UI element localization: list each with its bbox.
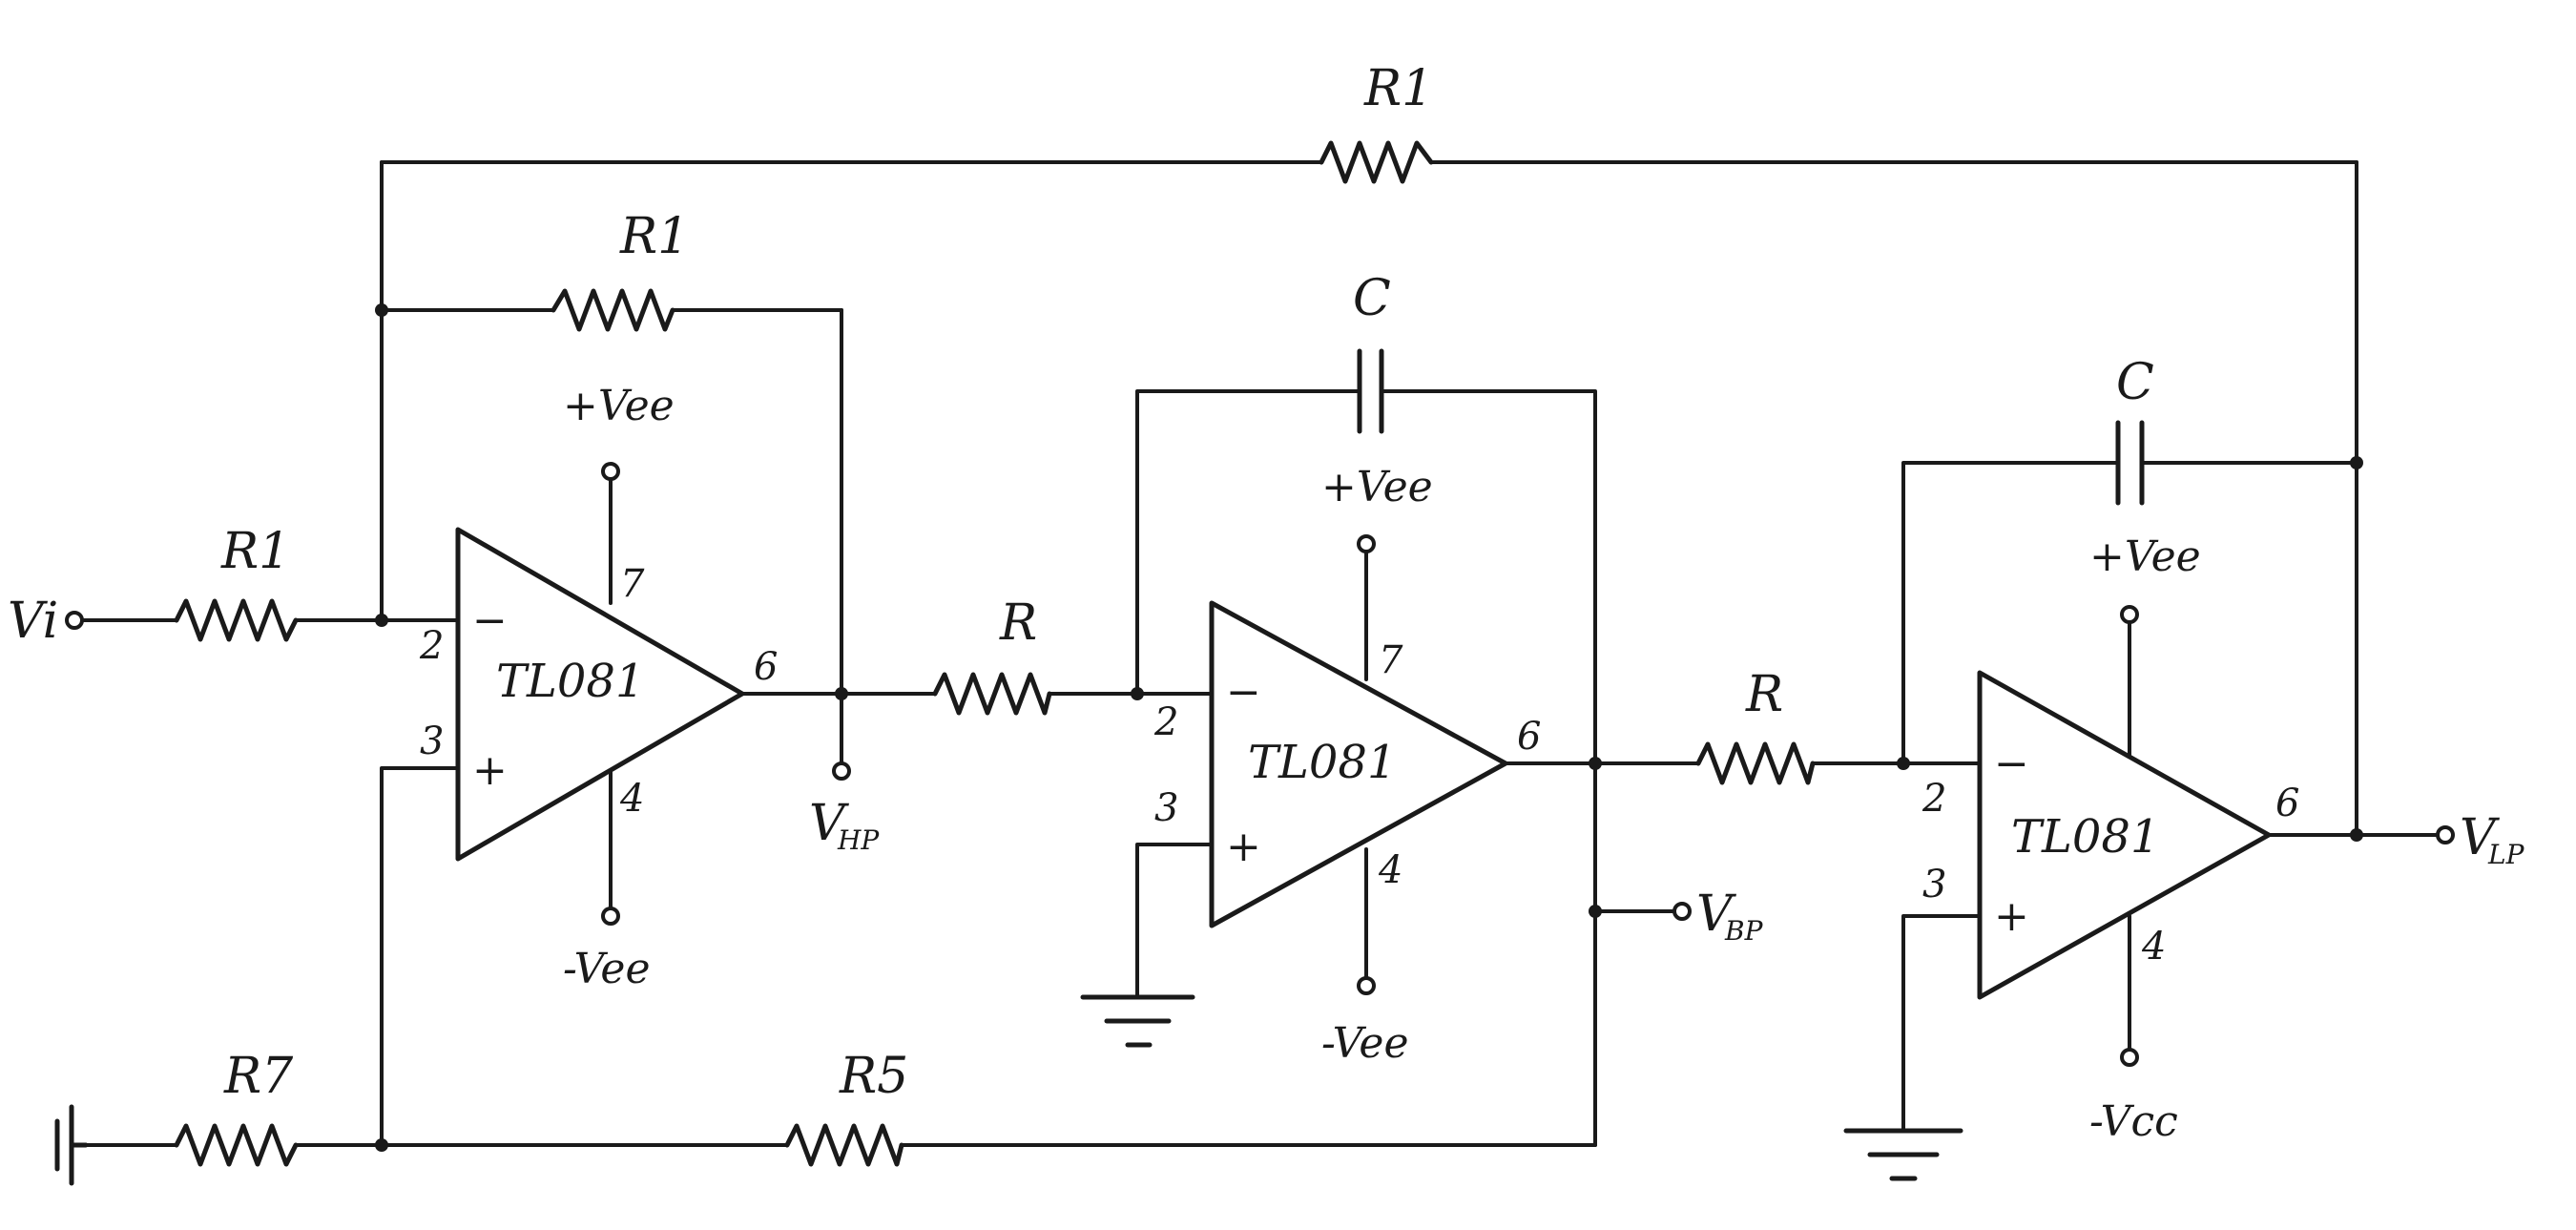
opamp-3-pin-vneg: 4 (2141, 925, 2166, 969)
terminal-vbp (1672, 902, 1692, 921)
opamp-1-body (455, 527, 745, 862)
ground-symbol-stage3 (1843, 1128, 1963, 1181)
vbp-sub: BP (1724, 915, 1764, 947)
opamp-1-pin-vpos: 7 (620, 562, 645, 606)
label-r-stage3: R (1745, 666, 1783, 723)
left-edge-marks (54, 1104, 89, 1186)
resistor-r-stage2 (932, 672, 1052, 716)
vlp-main: V (2460, 809, 2500, 866)
capacitor-c-stage2 (1357, 348, 1384, 434)
label-r1-input: R1 (220, 523, 290, 580)
ground-symbol-stage2 (1080, 994, 1195, 1048)
resistor-r1-top (1319, 140, 1434, 184)
opamp-3-vpos-label: +Vee (2089, 532, 2201, 581)
label-r7: R7 (223, 1048, 294, 1105)
vlp-sub: LP (2487, 839, 2525, 870)
opamp-2-minus-sign: − (1226, 668, 1261, 717)
opamp-2-chip-label: TL081 (1248, 736, 1397, 789)
opamp-1-plus-sign: + (472, 746, 508, 795)
terminal-vlp (2436, 825, 2455, 844)
resistor-r-stage3 (1695, 741, 1816, 785)
opamp-2-pin-vneg: 4 (1378, 848, 1402, 892)
opamp-2-pin-noninv: 3 (1154, 786, 1178, 830)
input-label: Vi (8, 593, 58, 650)
terminal-opamp3-vpos (2120, 605, 2139, 624)
vbp-main: V (1696, 886, 1736, 943)
vhp-sub: HP (837, 824, 880, 856)
opamp-1-vpos-label: +Vee (563, 382, 675, 430)
terminal-opamp2-vpos (1357, 534, 1376, 553)
opamp-1-vneg-label: -Vee (563, 945, 650, 993)
opamp-3-vneg-label: -Vcc (2089, 1097, 2178, 1146)
resistor-r7 (174, 1123, 299, 1167)
opamp-1-pin-noninv: 3 (420, 719, 444, 763)
opamp-2-pin-inv: 2 (1153, 700, 1178, 744)
output-vbp-label: V BP (1696, 886, 1764, 947)
opamp-1-minus-sign: − (472, 596, 508, 645)
resistor-r1-input (174, 598, 299, 642)
opamp-3-pin-inv: 2 (1922, 777, 1946, 821)
resistor-r5 (784, 1123, 904, 1167)
junction-dots (375, 303, 2363, 1152)
opamp-2-pin-out: 6 (1517, 715, 1541, 759)
terminal-opamp3-vneg (2120, 1048, 2139, 1067)
label-c-stage2: C (1353, 270, 1391, 327)
vhp-main: V (809, 795, 849, 852)
opamp-3-body (1977, 670, 2272, 1000)
opamp-1-pin-vneg: 4 (619, 777, 644, 821)
opamp-2-pin-vpos: 7 (1379, 638, 1403, 682)
opamp-2: TL081 − + 2 3 7 4 6 +Vee -Vee (1153, 463, 1541, 1068)
opamp-3-chip-label: TL081 (2011, 810, 2160, 864)
opamp-3-pin-out: 6 (2275, 782, 2299, 825)
resistor-r1-feedback (551, 288, 675, 332)
opamp-2-vneg-label: -Vee (1321, 1019, 1408, 1068)
opamp-2-body (1209, 600, 1508, 928)
terminal-opamp1-vpos (601, 462, 620, 481)
capacitor-c-stage3 (2115, 420, 2145, 506)
label-c-stage3: C (2116, 354, 2154, 411)
opamp-1-pin-out: 6 (754, 645, 778, 689)
opamp-3-plus-sign: + (1994, 892, 2029, 941)
label-r5: R5 (839, 1048, 908, 1105)
opamp-3-pin-noninv: 3 (1922, 863, 1946, 907)
label-r1-feedback: R1 (619, 208, 689, 265)
terminal-vhp (832, 761, 851, 781)
opamp-2-plus-sign: + (1226, 823, 1261, 871)
opamp-1-pin-inv: 2 (419, 624, 444, 668)
opamp-3: TL081 − + 2 3 6 4 +Vee -Vcc (1922, 532, 2299, 1146)
output-vhp-label: V HP (809, 795, 880, 856)
terminal-opamp2-vneg (1357, 976, 1376, 995)
output-vlp-label: V LP (2460, 809, 2525, 870)
terminal-opamp1-vneg (601, 907, 620, 926)
label-r1-top: R1 (1363, 60, 1433, 117)
opamp-3-minus-sign: − (1994, 740, 2029, 788)
opamp-1-chip-label: TL081 (496, 655, 645, 708)
opamp-2-vpos-label: +Vee (1321, 463, 1433, 511)
terminal-vi (65, 611, 84, 630)
label-r-stage2: R (999, 594, 1037, 652)
opamp-1: TL081 − + 2 3 7 4 6 +Vee -Vee (419, 382, 778, 993)
